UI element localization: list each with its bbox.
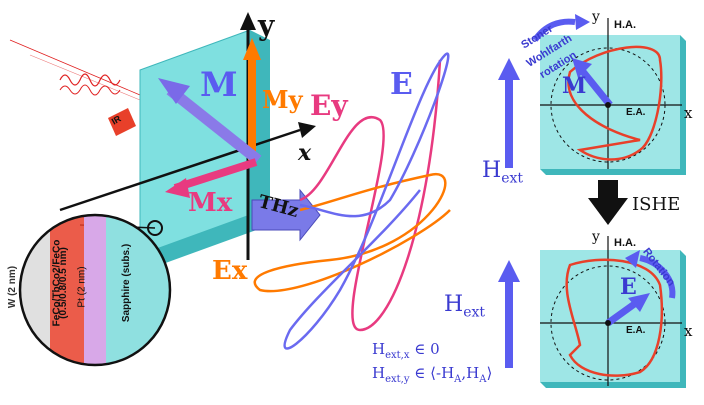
x-axis [59,122,316,212]
condition-rest-x: ∈ 0 [414,340,440,358]
top-ha-label: H.A. [614,19,636,31]
layer-feco-thickness-label: (0.5/0.8/0.5 nm) [57,247,69,319]
ex-label: Ex [212,256,248,286]
bottom-e-label: E [620,274,637,300]
condition-sub-a1: A [454,374,462,385]
x-axis-label: x [298,140,312,166]
condition-rest-y: ∈ ⟨-H [414,364,455,382]
layer-pt-label: Pt (2 nm) [76,266,88,308]
mx-arrow [165,158,258,198]
top-x-label: x [684,104,693,122]
ishe-label: ISHE [632,194,681,215]
bottom-y-label: y [592,229,600,245]
condition-sub-a2: A [479,374,487,385]
top-hext-h: H [482,158,502,183]
condition-end: ⟩ [486,364,493,382]
condition-h: H [372,340,386,358]
condition-sub-x: ext,x [385,350,410,361]
layer-w-label: W (2 nm) [7,265,19,309]
y-axis-label: y [258,9,275,42]
bottom-x-label: x [684,322,693,340]
ey-label: Ey [310,89,348,122]
hext-arrow-bottom [498,260,520,368]
hext-arrow-top [498,58,520,168]
condition-sub-y: ext,y [385,374,410,385]
top-panel [532,14,686,175]
layer-stack-callout [18,213,172,367]
condition-hext-y: Hext,y ∈ ⟨-HA,HA⟩ [372,366,492,385]
top-m-label: M [562,73,587,99]
m-label: M [200,65,238,105]
thz-arrow [251,188,321,242]
ir-beam [9,39,141,136]
top-ea-label: E.A. [626,107,646,118]
my-arrow [243,38,261,160]
top-hext-label: Hext [482,158,523,187]
condition-mid: ,H [461,364,480,382]
bottom-hext-h: H [444,292,464,317]
bottom-ea-label: E.A. [626,325,646,336]
e-field-waves [253,52,451,350]
bottom-hext-label: Hext [444,292,485,321]
bottom-hext-sub: ext [463,304,485,321]
layer-sapphire-label: Sapphire (subs.) [121,243,133,323]
top-hext-sub: ext [501,170,523,187]
mx-label: Mx [188,188,233,218]
ishe-arrow [588,180,628,225]
my-label: My [262,85,303,114]
e-label: E [390,67,413,102]
bottom-panel [540,236,686,388]
bottom-ha-label: H.A. [614,237,636,249]
condition-h-y: H [372,364,386,382]
ir-arrow-icon [108,108,136,136]
m-arrow [158,78,262,165]
top-y-label: y [592,9,600,25]
condition-hext-x: Hext,x ∈ 0 [372,342,440,361]
